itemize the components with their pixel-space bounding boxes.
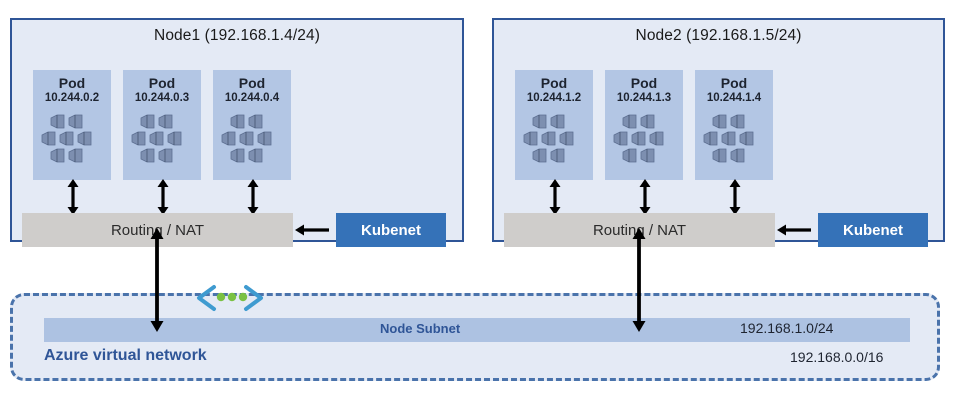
kubernetes-pod-icon [221, 114, 272, 163]
kubernetes-pod-icon [523, 114, 574, 163]
pod-routing-arrow [67, 179, 79, 215]
service-endpoint-icon [197, 285, 263, 311]
kubenet-label: Kubenet [361, 221, 421, 239]
kubenet-box[interactable]: Kubenet [336, 213, 446, 247]
node-subnet-label: Node Subnet [380, 321, 461, 336]
pod-routing-arrow [549, 179, 561, 215]
pod-label: Pod [58, 75, 86, 91]
node2-title: Node2 (192.168.1.5/24) [635, 27, 802, 44]
pod-routing-arrow [247, 179, 259, 215]
pod-tile-10-244-1-3[interactable]: Pod 10.244.1.3 [605, 70, 683, 180]
pod-tile-10-244-1-2[interactable]: Pod 10.244.1.2 [515, 70, 593, 180]
kubernetes-pod-icon [703, 114, 754, 163]
pod-ip: 10.244.0.3 [134, 92, 190, 104]
vnet-label: Azure virtual network [44, 347, 207, 364]
vnet-cidr: 192.168.0.0/16 [790, 349, 884, 365]
kubenet-label: Kubenet [843, 221, 903, 239]
node-subnet-bar[interactable] [44, 318, 910, 342]
node-card-node2[interactable]: Node2 (192.168.1.5/24) Pod 10.244.1.2 Po… [492, 18, 945, 247]
kubenet-box[interactable]: Kubenet [818, 213, 928, 247]
pod-label: Pod [238, 75, 266, 91]
pod-routing-arrow [729, 179, 741, 215]
pod-ip: 10.244.0.2 [44, 92, 100, 104]
kubernetes-pod-icon [41, 114, 92, 163]
pod-tile-10-244-0-2[interactable]: Pod 10.244.0.2 [33, 70, 111, 180]
pod-tile-10-244-0-4[interactable]: Pod 10.244.0.4 [213, 70, 291, 180]
kubenet-routing-arrow [777, 224, 811, 236]
pod-tile-10-244-0-3[interactable]: Pod 10.244.0.3 [123, 70, 201, 180]
kubenet-routing-arrow [295, 224, 329, 236]
node1-title: Node1 (192.168.1.4/24) [154, 27, 320, 44]
node-subnet-cidr: 192.168.1.0/24 [740, 320, 834, 336]
node1-subnet-arrow [150, 228, 164, 332]
kubernetes-pod-icon [131, 114, 182, 163]
pod-ip: 10.244.1.2 [526, 92, 582, 104]
pod-label: Pod [540, 75, 568, 91]
pod-label: Pod [720, 75, 748, 91]
pod-ip: 10.244.1.3 [616, 92, 672, 104]
pod-tile-10-244-1-4[interactable]: Pod 10.244.1.4 [695, 70, 773, 180]
node-card-node1[interactable]: Node1 (192.168.1.4/24) Pod 10.244.0.2 Po… [10, 18, 464, 247]
node2-subnet-arrow [632, 228, 646, 332]
pod-ip: 10.244.0.4 [224, 92, 280, 104]
pod-ip: 10.244.1.4 [706, 92, 762, 104]
pod-label: Pod [148, 75, 176, 91]
kubernetes-pod-icon [613, 114, 664, 163]
pod-routing-arrow [639, 179, 651, 215]
pod-label: Pod [630, 75, 658, 91]
pod-routing-arrow [157, 179, 169, 215]
